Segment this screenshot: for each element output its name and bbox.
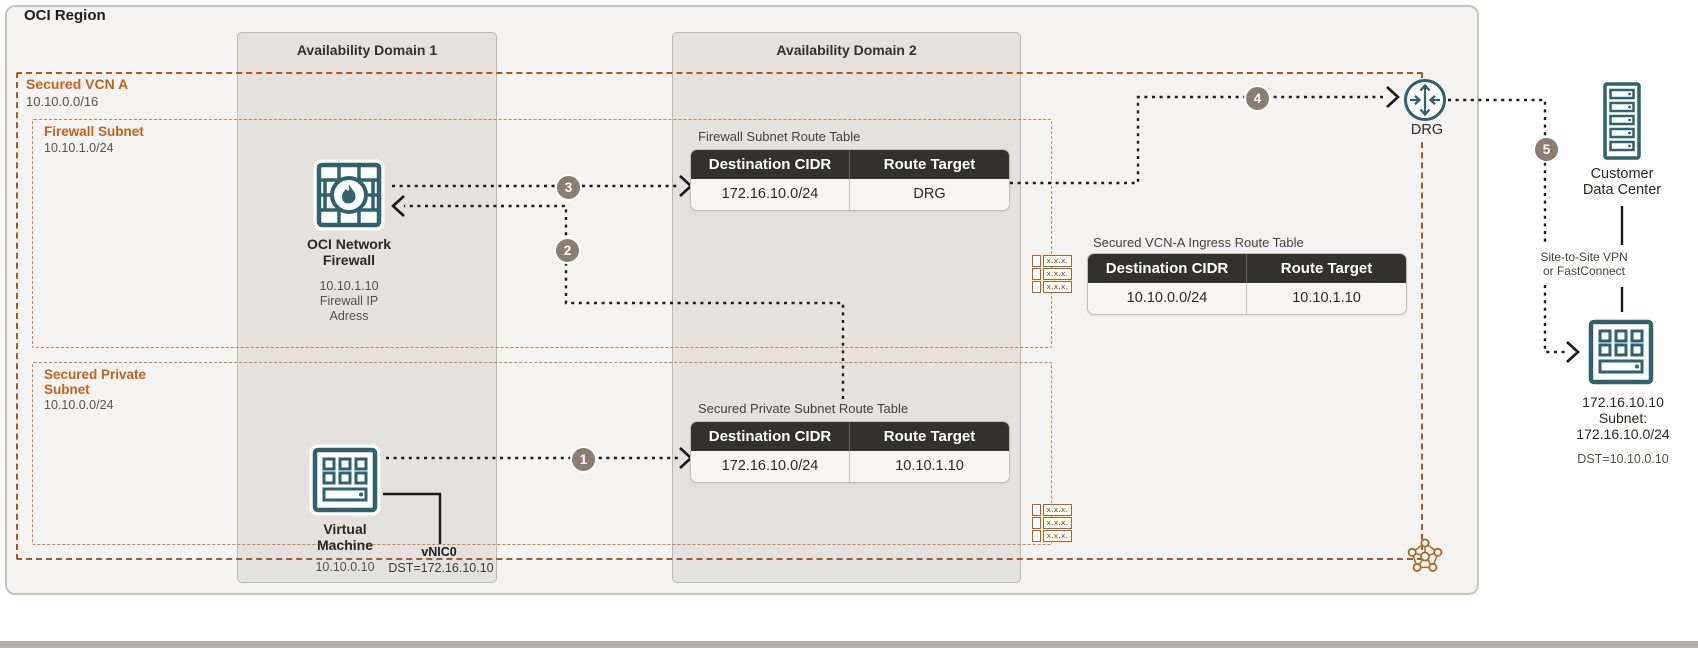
flow-line-5b <box>1543 285 1567 354</box>
firewall-rt-row-target: DRG <box>913 186 946 202</box>
virtual-machine-icon <box>309 444 381 516</box>
ingress-rt-header-destination: Destination CIDR <box>1088 254 1247 283</box>
step-badge-5: 5 <box>1533 136 1560 163</box>
ingress-rt-header-target: Route Target <box>1280 260 1373 277</box>
route-table-icon: x.x.x. x.x.x. x.x.x. <box>1032 255 1072 294</box>
customer-data-center-icon <box>1601 81 1643 161</box>
private-route-table: Destination CIDR Route Target 172.16.10.… <box>690 421 1010 483</box>
step-badge-3: 3 <box>555 174 582 201</box>
private-rt-row-target: 10.10.1.10 <box>895 458 964 474</box>
vnic-label: vNIC0 <box>421 545 457 559</box>
vcn-icon <box>1407 538 1443 572</box>
ingress-rt-row-target: 10.10.1.10 <box>1292 290 1361 306</box>
customer-dc-label: Customer Data Center <box>1582 166 1662 198</box>
table-row: 172.16.10.0/24 10.10.1.10 <box>691 451 1009 482</box>
firewall-route-table: Destination CIDR Route Target 172.16.10.… <box>690 149 1010 211</box>
private-rt-header-target: Route Target <box>883 428 976 445</box>
oci-region-title: OCI Region <box>24 7 106 24</box>
step-badge-2: 2 <box>554 237 581 264</box>
private-route-table-title: Secured Private Subnet Route Table <box>698 401 909 416</box>
firewall-rt-header-target: Route Target <box>883 156 976 173</box>
secured-vcn-a-boundary <box>16 72 1423 560</box>
ingress-route-table: Destination CIDR Route Target 10.10.0.0/… <box>1087 253 1407 315</box>
ingress-route-table-title: Secured VCN-A Ingress Route Table <box>1093 235 1304 250</box>
firewall-route-table-title: Firewall Subnet Route Table <box>698 129 861 144</box>
remote-subnet-host-icon <box>1585 316 1657 388</box>
firewall-ip-caption: 10.10.1.10 Firewall IP Adress <box>319 279 379 323</box>
vpn-fastconnect-label: Site-to-Site VPN or FastConnect <box>1540 250 1628 278</box>
route-table-icon: x.x.x. x.x.x. x.x.x. <box>1032 504 1072 543</box>
drg-label: DRG <box>1402 122 1452 138</box>
firewall-subnet-label: Firewall Subnet <box>44 124 144 139</box>
vcn-cidr: 10.10.0.0/16 <box>26 94 99 109</box>
private-rt-row-destination: 172.16.10.0/24 <box>691 451 850 482</box>
network-firewall-icon <box>313 159 385 231</box>
table-row: 172.16.10.0/24 DRG <box>691 179 1009 210</box>
firewall-subnet-cidr: 10.10.1.0/24 <box>44 141 114 155</box>
table-row: 10.10.0.0/24 10.10.1.10 <box>1088 283 1406 314</box>
remote-subnet-dst: DST=10.10.0.10 <box>1577 452 1669 466</box>
firewall-label: OCI Network Firewall <box>306 236 391 268</box>
private-subnet-label-line2: Subnet <box>44 382 90 397</box>
firewall-rt-row-destination: 172.16.10.0/24 <box>691 179 850 210</box>
flow-arrow-5 <box>1566 341 1580 363</box>
step-badge-4: 4 <box>1244 85 1271 112</box>
private-subnet-label-line1: Secured Private <box>44 367 147 382</box>
vm-label: Virtual Machine <box>316 521 373 553</box>
ingress-rt-row-destination: 10.10.0.0/24 <box>1088 283 1247 314</box>
bottom-edge-strip <box>0 641 1698 648</box>
availability-domain-1-label: Availability Domain 1 <box>296 42 438 58</box>
vnic-dst-label: DST=172.16.10.10 <box>388 561 494 575</box>
remote-subnet-label: 172.16.10.10 Subnet: 172.16.10.0/24 <box>1576 394 1670 442</box>
drg-icon <box>1404 79 1446 121</box>
vcn-label: Secured VCN A <box>26 76 129 92</box>
availability-domain-2-label: Availability Domain 2 <box>776 42 917 58</box>
step-badge-1: 1 <box>570 446 597 473</box>
firewall-rt-header-destination: Destination CIDR <box>691 150 850 179</box>
vm-ip: 10.10.0.10 <box>315 560 375 574</box>
private-subnet-cidr: 10.10.0.0/24 <box>44 398 114 412</box>
private-rt-header-destination: Destination CIDR <box>691 422 850 451</box>
